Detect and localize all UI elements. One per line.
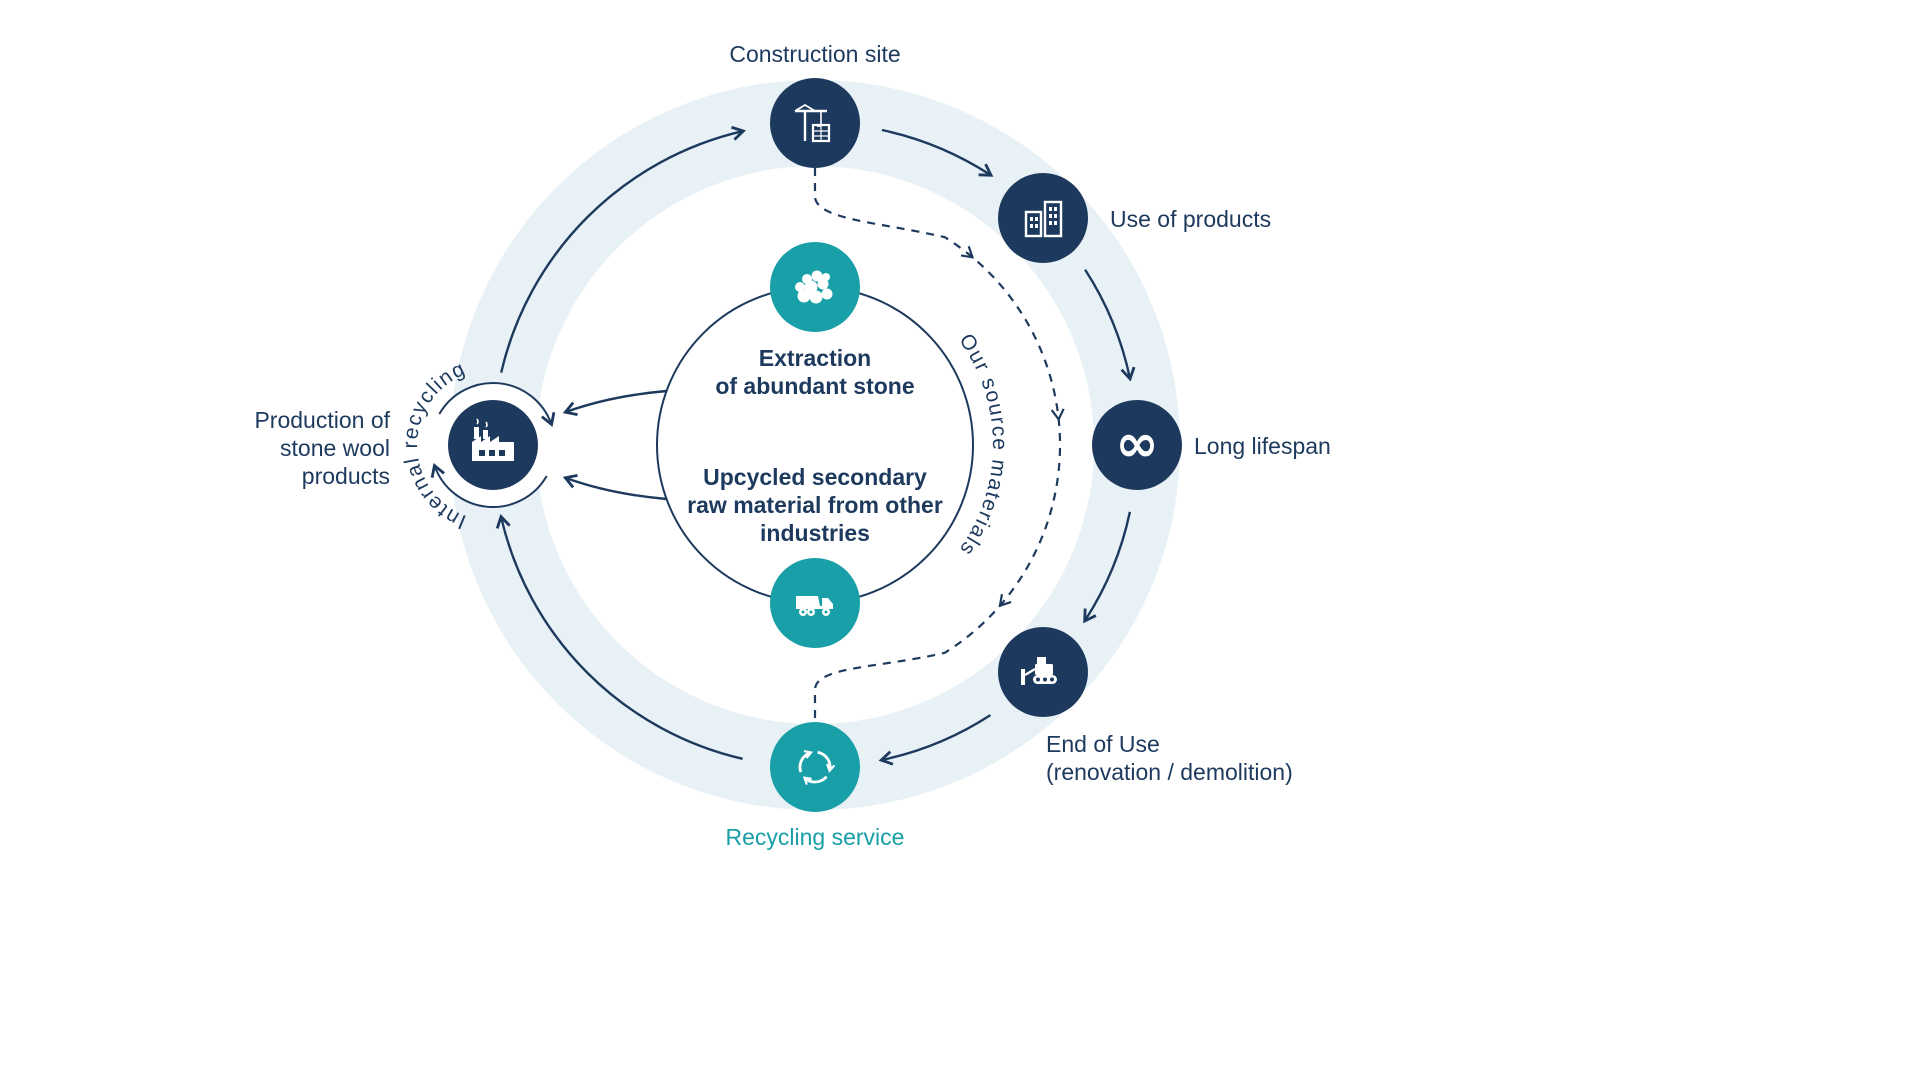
use-of-products-label: Use of products bbox=[1110, 206, 1271, 232]
dashed-arrowhead-2 bbox=[1050, 408, 1065, 422]
crane-icon bbox=[794, 103, 831, 143]
production-node bbox=[448, 400, 538, 490]
recycling-service-circle bbox=[770, 722, 860, 812]
use-of-products-circle bbox=[998, 173, 1088, 263]
source-materials-curved-text: Our source materials bbox=[954, 330, 1009, 561]
source-materials-curved-label: Our source materials bbox=[954, 330, 1011, 561]
stones-icon bbox=[795, 270, 833, 304]
upcycled-node bbox=[770, 558, 860, 648]
source-materials-flow-dashed bbox=[813, 168, 1062, 718]
arrow-use-to-lifespan bbox=[1084, 268, 1136, 382]
end-of-use-label-line1: End of Use bbox=[1046, 731, 1160, 757]
production-label-line2: stone wool bbox=[280, 435, 390, 461]
arrow-construction-to-use bbox=[881, 128, 994, 177]
long-lifespan-label: Long lifespan bbox=[1194, 433, 1331, 459]
upcycled-label-line1: Upcycled secondary bbox=[703, 464, 927, 490]
arrow-upcycled-to-production bbox=[562, 474, 667, 501]
dashed-arrowhead-3 bbox=[998, 594, 1012, 608]
source-materials-circle bbox=[656, 286, 974, 604]
buildings-icon bbox=[1024, 200, 1063, 238]
dashed-arrowhead-1 bbox=[960, 245, 975, 259]
internal-recycling-arc-bottom bbox=[430, 462, 548, 509]
arrow-endofuse-to-recycling bbox=[878, 714, 992, 766]
construction-site-circle bbox=[770, 78, 860, 168]
arrow-lifespan-to-endofuse bbox=[1083, 511, 1132, 624]
use-of-products-node bbox=[998, 173, 1088, 263]
truck-icon bbox=[796, 596, 833, 616]
recycling-service-label: Recycling service bbox=[726, 824, 905, 850]
extraction-label-line1: Extraction bbox=[759, 345, 871, 371]
production-label-line3: products bbox=[302, 463, 390, 489]
production-label-line1: Production of bbox=[254, 407, 390, 433]
end-of-use-label-line2: (renovation / demolition) bbox=[1046, 759, 1293, 785]
factory-icon bbox=[472, 418, 514, 461]
recycle-arrows-icon bbox=[798, 752, 830, 782]
construction-site-label: Construction site bbox=[729, 41, 900, 67]
long-lifespan-node: ∞ bbox=[1092, 400, 1182, 490]
infinity-icon: ∞ bbox=[1115, 414, 1158, 474]
internal-recycling-arc-top bbox=[438, 381, 556, 428]
upcycled-label-line2: raw material from other bbox=[687, 492, 943, 518]
construction-site-node bbox=[770, 78, 860, 168]
recycling-service-node bbox=[770, 722, 860, 812]
end-of-use-node bbox=[998, 627, 1088, 717]
upcycled-label-line3: industries bbox=[760, 520, 870, 546]
bulldozer-icon bbox=[1021, 657, 1057, 685]
long-lifespan-circle bbox=[1092, 400, 1182, 490]
arrow-recycling-to-production bbox=[495, 514, 743, 760]
extraction-node bbox=[770, 242, 860, 332]
extraction-label-line2: of abundant stone bbox=[715, 373, 914, 399]
arrow-extraction-to-production bbox=[562, 389, 667, 416]
arrow-production-to-construction bbox=[500, 125, 746, 373]
outer-cycle-arrows bbox=[495, 125, 1136, 766]
dashed-flow-arrowheads bbox=[960, 245, 1065, 608]
